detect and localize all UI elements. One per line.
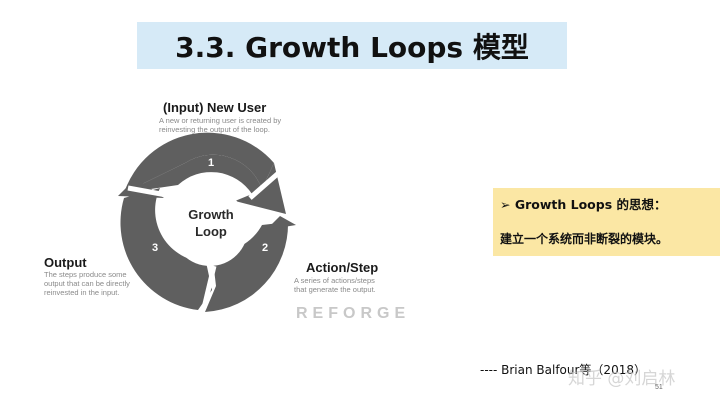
note-body: 建立一个系统而非断裂的模块。 [500,232,669,246]
loop-segment-2 [205,222,289,312]
slide-title: 3.3. Growth Loops 模型 [175,30,529,64]
stage-output-heading: Output [44,255,87,270]
loop-center-label: Growth Loop [178,206,244,240]
segment-number-3: 3 [152,242,159,254]
note-title-text: Growth Loops 的思想： [514,197,667,212]
stage-input-description: A new or returning user is created by re… [159,116,282,134]
note-title: ➢ Growth Loops 的思想： [500,194,667,213]
loop-segment-1-outer [124,132,274,193]
loop-center [172,190,248,266]
center-label-line2: Loop [195,224,227,239]
bullet-icon: ➢ [500,197,511,212]
stage-input-heading: (Input) New User [163,100,267,115]
center-label-line1: Growth [188,207,234,222]
watermark: 知乎 @刘启林 [568,369,676,389]
loop-segment-1 [124,154,286,214]
segment-number-2: 2 [262,242,269,254]
stage-output-description: The steps produce some output that can b… [44,270,130,297]
page-number: 51 [655,384,663,391]
stage-action-heading: Action/Step [306,260,379,275]
source-citation: ---- Brian Balfour等（2018） [480,363,646,377]
loop-segment-2-arrow [266,216,296,230]
loop-segment-3 [120,188,212,310]
reforge-logo: REFORGE [296,305,411,322]
title-banner: 3.3. Growth Loops 模型 [137,22,567,69]
segment-number-1: 1 [208,157,215,169]
note-box [493,188,720,256]
stage-action-description: A series of actions/steps that generate … [294,276,376,294]
